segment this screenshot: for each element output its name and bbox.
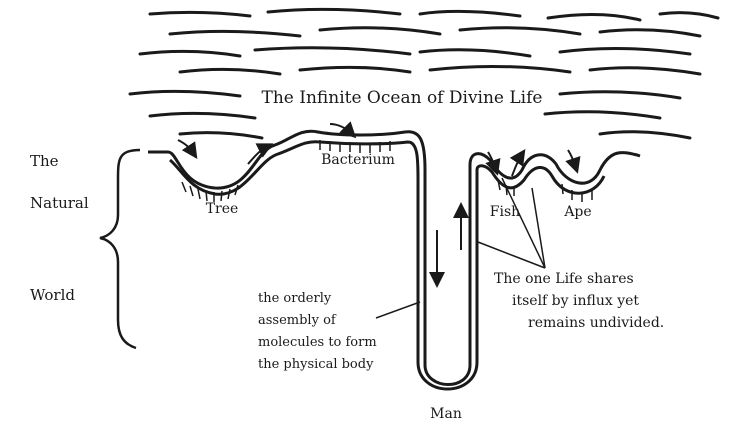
wave-stroke (130, 91, 240, 96)
bracket-label-natural: Natural (30, 194, 89, 212)
note-life-line-3: remains undivided. (528, 315, 664, 331)
wave-stroke (430, 66, 570, 72)
pointer-body-to-man (376, 302, 420, 318)
wave-stroke (255, 48, 410, 54)
wave-stroke (600, 132, 690, 138)
wave-stroke (660, 13, 718, 18)
note-body-line-1: the orderly (258, 291, 332, 306)
label-tree: Tree (206, 201, 239, 217)
wave-stroke (590, 68, 700, 74)
label-man: Man (430, 406, 462, 422)
wave-stroke (170, 31, 300, 36)
wave-stroke (420, 11, 520, 16)
natural-world-bracket (100, 150, 140, 348)
wave-stroke (600, 30, 700, 36)
bracket-label-world: World (30, 286, 75, 304)
arrow-ape-in (568, 150, 576, 168)
note-life-line-1: The one Life shares (494, 271, 634, 287)
note-body-line-4: the physical body (258, 357, 374, 372)
life-boundary (148, 131, 640, 389)
note-life-line-2: itself by influx yet (512, 293, 639, 309)
wave-stroke (150, 12, 250, 16)
wave-stroke (268, 9, 400, 14)
wave-stroke (548, 14, 640, 20)
wave-stroke (140, 51, 240, 56)
arrow-into-tree (178, 140, 194, 154)
wave-stroke (320, 28, 440, 34)
boundary-outer (148, 131, 640, 384)
wave-stroke (180, 133, 262, 138)
ocean-waves (130, 9, 718, 138)
bracket-label-the: The (30, 152, 59, 170)
note-physical-body: the orderly assembly of molecules to for… (258, 291, 377, 372)
label-ape: Ape (563, 204, 591, 220)
wave-stroke (460, 28, 580, 34)
wave-stroke (545, 112, 660, 118)
note-body-line-3: molecules to form (258, 335, 377, 350)
wave-stroke (560, 92, 680, 98)
wave-stroke (300, 67, 410, 72)
wave-stroke (420, 50, 530, 56)
label-bacterium: Bacterium (321, 152, 395, 168)
wave-stroke (560, 48, 690, 54)
note-body-line-2: assembly of (258, 313, 337, 328)
wave-stroke (150, 113, 255, 118)
note-one-life: The one Life shares itself by influx yet… (494, 271, 664, 331)
wave-stroke (180, 69, 280, 74)
diagram-title: The Infinite Ocean of Divine Life (262, 88, 543, 108)
